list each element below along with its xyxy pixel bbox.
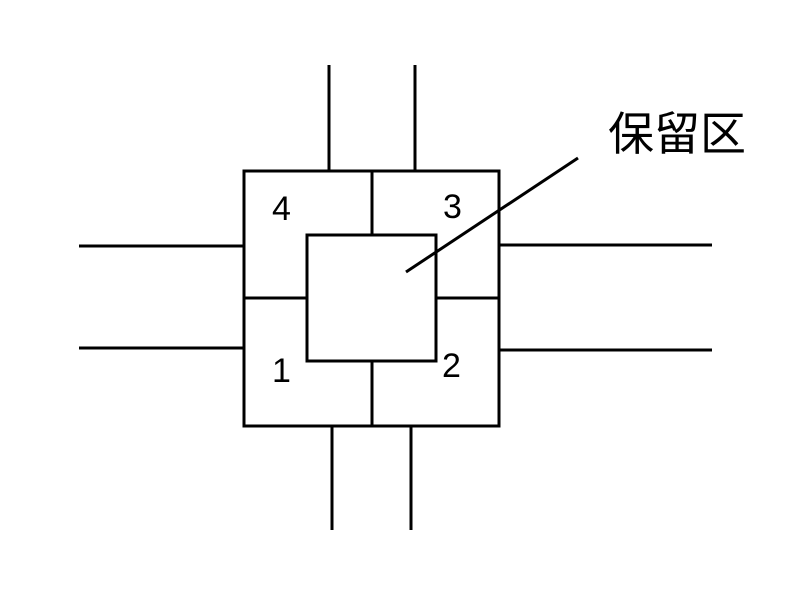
zone-label-1: 1 xyxy=(272,352,291,390)
zone-label-2: 2 xyxy=(442,347,461,385)
zone-label-3: 3 xyxy=(443,188,462,226)
reserved-area-box xyxy=(305,233,438,363)
zone-dividers xyxy=(244,171,499,426)
reserved-area-leader xyxy=(405,156,579,274)
zone-label-4: 4 xyxy=(272,190,291,228)
road-lines xyxy=(79,65,712,530)
reserved-area-label: 保留区 xyxy=(608,107,746,161)
